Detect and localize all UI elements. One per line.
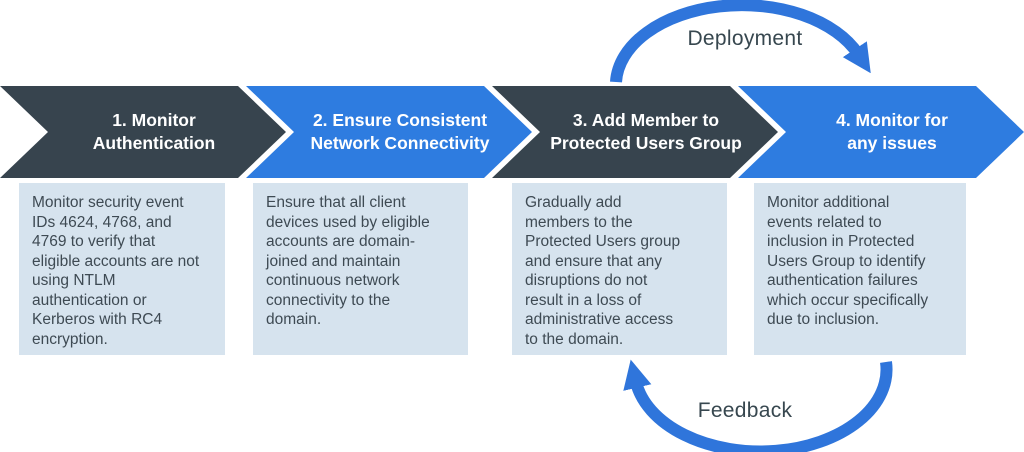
step-1-chevron: 1. Monitor Authentication xyxy=(0,86,286,178)
step-3-title: 3. Add Member to Protected Users Group xyxy=(550,109,742,153)
step-4-title: 4. Monitor for any issues xyxy=(836,109,948,153)
step-1-description-box: Monitor security event IDs 4624, 4768, a… xyxy=(19,183,225,355)
step-4-description-box: Monitor additional events related to inc… xyxy=(754,183,966,355)
step-1-title: 1. Monitor Authentication xyxy=(92,109,216,153)
steps-row: 1. Monitor Authentication 2. Ensure Cons… xyxy=(0,86,1024,178)
deployment-label: Deployment xyxy=(687,27,803,50)
feedback-label: Feedback xyxy=(697,399,793,422)
description-text: Monitor additional events related to inc… xyxy=(767,194,929,329)
step-2-title: 2. Ensure Consistent Network Connectivit… xyxy=(310,109,490,153)
step-2-chevron: 2. Ensure Consistent Network Connectivit… xyxy=(246,86,532,178)
description-text: Ensure that all client devices used by e… xyxy=(266,194,430,329)
step-3-description-box: Gradually add members to the Protected U… xyxy=(512,183,727,355)
step-4-chevron: 4. Monitor for any issues xyxy=(738,86,1024,178)
description-text: Monitor security event IDs 4624, 4768, a… xyxy=(32,194,200,348)
step-2-description-box: Ensure that all client devices used by e… xyxy=(253,183,468,355)
description-text: Gradually add members to the Protected U… xyxy=(525,194,681,348)
step-3-chevron: 3. Add Member to Protected Users Group xyxy=(492,86,778,178)
